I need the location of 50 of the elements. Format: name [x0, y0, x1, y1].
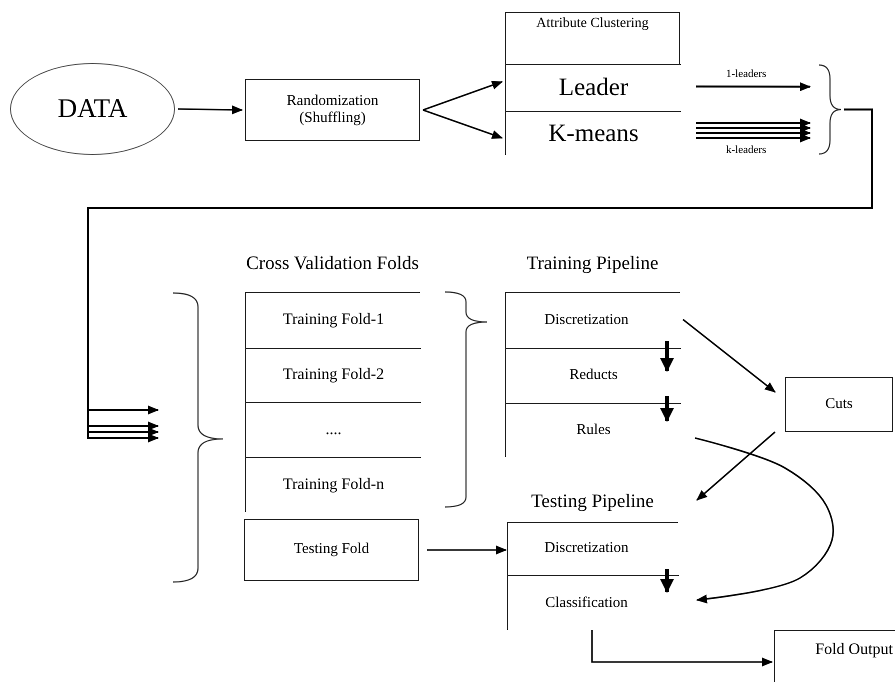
process-box: [244, 519, 419, 581]
arrow: [696, 128, 811, 138]
node-label: Cuts: [824, 396, 854, 414]
process-box: [785, 377, 893, 432]
thick-arrow: [660, 396, 674, 422]
arrow: [696, 134, 811, 142]
step-row: [246, 348, 421, 402]
node-label: Fold Output: [815, 641, 893, 660]
node-label: Discretization: [544, 540, 629, 558]
node-label: ....: [326, 420, 342, 440]
arrow: [422, 80, 503, 111]
output-box: [774, 630, 895, 682]
arrow: [422, 109, 503, 139]
data-ellipse: [10, 63, 175, 155]
arrow: [696, 82, 811, 92]
edge-label: 1-leaders: [725, 68, 768, 80]
thick-arrow: [660, 341, 674, 372]
edge-label: k-leaders: [725, 144, 768, 156]
node-label: DATA: [58, 93, 128, 125]
arrow: [696, 124, 811, 132]
arrow: [178, 105, 243, 114]
arrow: [682, 318, 776, 393]
arrow: [694, 437, 834, 604]
process-box: [245, 79, 420, 141]
arrow: [591, 630, 773, 666]
node-label: Training Fold-1: [282, 311, 384, 330]
node-label: Randomization (Shuffling): [286, 92, 380, 128]
arrow: [696, 118, 811, 128]
step-row: [246, 402, 421, 457]
group-title: Attribute Clustering: [535, 16, 650, 32]
node-label: Leader: [558, 74, 628, 102]
group-heading: Testing Pipeline: [530, 491, 655, 513]
group-heading: Training Pipeline: [526, 253, 660, 275]
node-label: Training Fold-n: [282, 476, 384, 495]
curly-brace: [172, 292, 224, 583]
arrow: [427, 546, 507, 554]
node-label: Discretization: [544, 312, 629, 330]
arrow: [696, 431, 776, 501]
step-row: [506, 64, 681, 111]
thick-arrow: [660, 569, 674, 593]
node-label: K-means: [548, 120, 639, 148]
node-label: Classification: [545, 594, 628, 612]
node-label: Rules: [576, 422, 611, 440]
group-heading: Cross Validation Folds: [245, 253, 420, 275]
step-row: [506, 348, 681, 403]
node-label: Testing Fold: [292, 541, 370, 559]
curly-brace: [818, 64, 842, 155]
node-label: Reducts: [569, 367, 618, 385]
node-label: Training Fold-2: [282, 366, 384, 385]
group-box: [505, 12, 680, 155]
